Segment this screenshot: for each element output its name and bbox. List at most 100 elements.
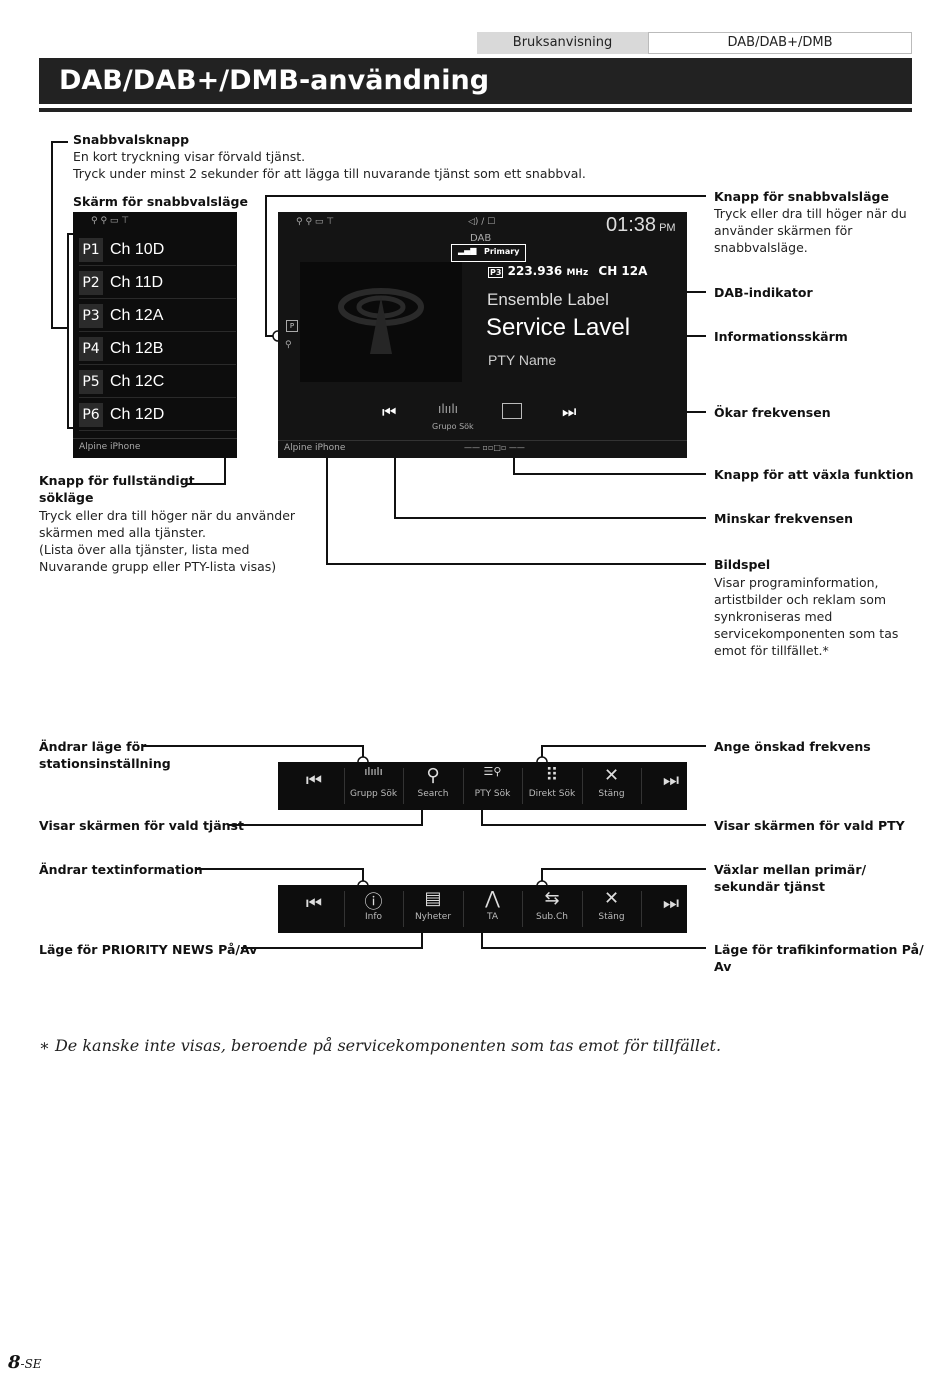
toolbar-button[interactable]: ⋀TA — [463, 885, 523, 933]
page-dots: —— ▫▫□▫ —— — [464, 443, 525, 452]
toolbar-button[interactable]: ⏭ — [641, 762, 701, 810]
page-title-bar: DAB/DAB+/DMB-användning — [39, 58, 912, 104]
toolbar-label: Grupp Sök — [349, 789, 398, 799]
status-icons: ⚲ ⚲ ▭ ⊤ — [91, 216, 130, 226]
label-minskar: Minskar frekvensen — [714, 511, 854, 526]
preset-number: P4 — [79, 337, 103, 361]
toolbar-separator — [581, 768, 583, 804]
waveform-icon: ılıılı — [364, 765, 383, 778]
text-snabbval-2: Tryck under minst 2 sekunder för att läg… — [73, 166, 586, 181]
label-priority-news: Läge för PRIORITY NEWS På/Av — [39, 942, 258, 957]
toolbar-button[interactable]: ⏮ — [284, 885, 344, 933]
toolbar-button[interactable]: ✕ Stäng — [582, 885, 642, 933]
preset-item[interactable]: P5 Ch 12C — [79, 366, 236, 398]
toolbar-button[interactable]: ⏮ — [284, 762, 344, 810]
toolbar-separator — [462, 891, 464, 927]
title-rule — [39, 108, 912, 112]
toolbar-label: Sub.Ch — [536, 912, 568, 922]
toolbar-separator — [462, 768, 464, 804]
text-knapp-snabbval-1: Tryck eller dra till höger när du — [714, 206, 907, 221]
label-bildspel: Bildspel — [714, 557, 771, 572]
frequency-readout: P3 223.936 MHz CH 12A — [488, 264, 648, 278]
page-number: 8-SE — [8, 1352, 42, 1373]
search-icon: ⚲ — [426, 765, 440, 786]
slideshow — [300, 262, 462, 382]
toolbar-button[interactable]: ✕ Stäng — [582, 762, 642, 810]
pty-name: PTY Name — [488, 352, 557, 368]
preset-number: P5 — [79, 370, 103, 394]
toolbar-separator — [343, 768, 345, 804]
toolbar-label: Direkt Sök — [528, 789, 576, 799]
page-title: DAB/DAB+/DMB-användning — [59, 65, 490, 96]
toolbar-button[interactable]: ▤Nyheter — [403, 885, 463, 933]
seek-down-button[interactable]: ⏮ — [382, 402, 397, 421]
grupo-sok-label: Grupo Sök — [432, 422, 474, 431]
antenna-icon — [338, 288, 424, 354]
label-visar-tjanst: Visar skärmen för vald tjänst — [39, 818, 244, 833]
toolbar-label: Info — [364, 912, 383, 922]
seek-up-button[interactable]: ⏭ — [562, 402, 577, 421]
preset-channel: Ch 12A — [110, 307, 164, 324]
label-andrar-text: Ändrar textinformation — [39, 862, 203, 877]
text-full-search-2: skärmen med alla tjänster. — [39, 525, 206, 540]
volume-icon: ◁) / ☐ — [468, 217, 496, 227]
toolbar-label: TA — [487, 912, 498, 922]
toolbar-separator — [581, 891, 583, 927]
signal-icon: ▂▄▆ — [458, 246, 477, 255]
text-knapp-snabbval-3: snabbvalsläge. — [714, 240, 808, 255]
label-trafik-2: Av — [714, 959, 732, 974]
toolbar-separator — [641, 768, 642, 804]
function-switch-button[interactable] — [502, 403, 522, 419]
preset-channel: Ch 11D — [110, 274, 164, 291]
text-full-search-3: (Lista över alla tjänster, lista med — [39, 542, 250, 557]
search-mode-icon[interactable]: ⚲ — [285, 340, 292, 350]
toolbar-separator — [403, 891, 404, 927]
toolbar-button[interactable]: ☰⚲PTY Sök — [463, 762, 523, 810]
label-informationsskarm: Informationsskärm — [714, 329, 848, 344]
close-icon: ✕ — [603, 888, 620, 909]
label-vaxla: Knapp för att växla funktion — [714, 467, 914, 482]
preset-item[interactable]: P1 Ch 10D — [79, 234, 236, 266]
toolbar-button[interactable]: ⇆Sub.Ch — [522, 885, 582, 933]
preset-footer: Alpine iPhone — [79, 442, 141, 452]
toolbar-label: Stäng — [598, 912, 625, 922]
preset-item[interactable]: P3 Ch 12A — [79, 300, 236, 332]
toolbar-separator — [641, 891, 642, 927]
preset-number: P3 — [79, 304, 103, 328]
service-label: Service Lavel — [486, 314, 631, 341]
toolbar-button[interactable]: ⚲Search — [403, 762, 463, 810]
preset-channel: Ch 10D — [110, 241, 165, 258]
label-vaxlar-1: Växlar mellan primär/ — [714, 862, 867, 877]
toolbar-label: Nyheter — [414, 912, 452, 922]
waveform-icon: ılıılı — [438, 402, 459, 416]
ensemble-label: Ensemble Label — [487, 290, 609, 309]
close-icon: ✕ — [603, 765, 620, 786]
preset-number: P6 — [79, 403, 103, 427]
text-bildspel-4: servicekomponenten som tas — [714, 626, 899, 641]
text-full-search-4: Nuvarande grupp eller PTY-lista visas) — [39, 559, 277, 574]
preset-mode-button[interactable]: P — [286, 320, 298, 332]
toolbar-label: Stäng — [598, 789, 625, 799]
label-ange-frekvens: Ange önskad frekvens — [714, 739, 871, 754]
preset-channel: Ch 12C — [110, 373, 165, 390]
pty-search-icon: ☰⚲ — [483, 765, 502, 778]
label-knapp-snabbval: Knapp för snabbvalsläge — [714, 189, 889, 204]
preset-number: P1 — [79, 238, 103, 262]
dab-label: DAB — [470, 233, 492, 244]
label-dab-indikator: DAB-indikator — [714, 285, 813, 300]
toolbar-button[interactable]: ⏭ — [641, 885, 701, 933]
footnote: ∗ De kanske inte visas, beroende på serv… — [39, 1036, 722, 1055]
text-knapp-snabbval-2: använder skärmen för — [714, 223, 853, 238]
dab-indicator: ▂▄▆ Primary — [451, 244, 526, 262]
toolbar-button[interactable]: ⠿Direkt Sök — [522, 762, 582, 810]
